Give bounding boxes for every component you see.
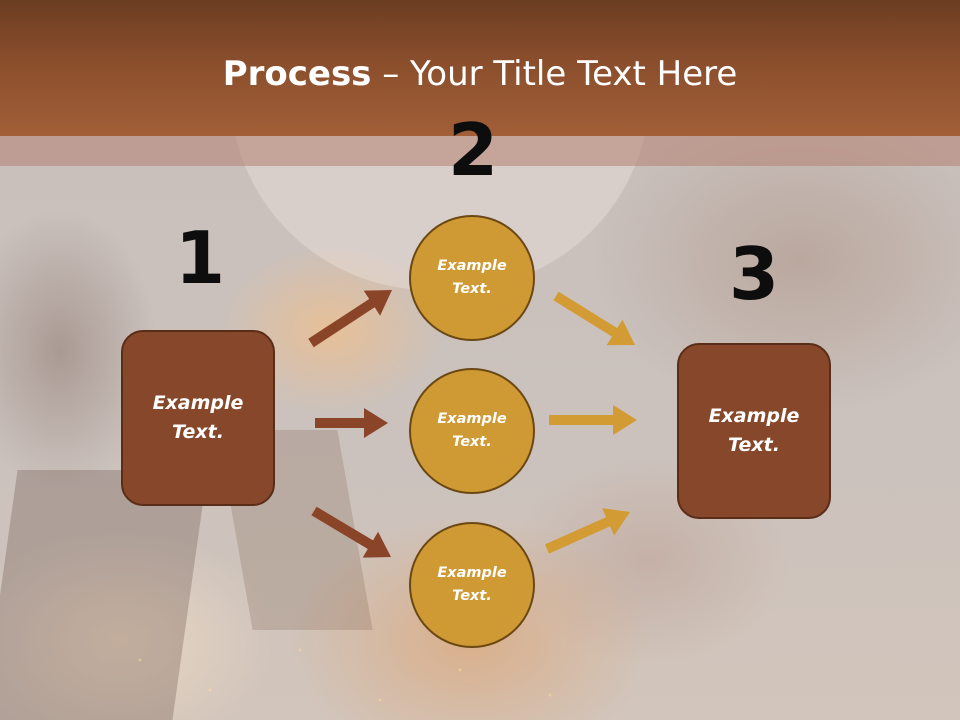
step-circle-bottom-text: Example Text. xyxy=(437,565,507,604)
step-box-left-text: Example Text. xyxy=(152,392,244,443)
title-banner-shadow xyxy=(0,136,960,166)
step-box-right[interactable]: Example Text. xyxy=(677,343,831,519)
step-circle-top[interactable]: Example Text. xyxy=(409,215,535,341)
step-circle-top-text: Example Text. xyxy=(437,258,507,297)
arrow-left-to-top xyxy=(308,290,392,348)
arrow-left-to-middle xyxy=(315,408,388,438)
arrow-top-to-right xyxy=(553,291,635,346)
slide-title[interactable]: Process – Your Title Text Here xyxy=(0,52,960,96)
title-bold-part: Process xyxy=(222,54,372,94)
step-number-2[interactable]: 2 xyxy=(447,108,499,192)
step-circle-bottom[interactable]: Example Text. xyxy=(409,522,535,648)
arrow-left-to-bottom xyxy=(311,506,391,558)
step-box-right-text: Example Text. xyxy=(708,405,800,456)
step-number-3[interactable]: 3 xyxy=(728,232,780,316)
step-number-1[interactable]: 1 xyxy=(174,216,226,300)
step-circle-middle-text: Example Text. xyxy=(437,411,507,450)
title-banner xyxy=(0,0,960,136)
step-box-left[interactable]: Example Text. xyxy=(121,330,275,506)
background-sparks xyxy=(120,620,640,720)
arrow-middle-to-right xyxy=(549,405,637,435)
arrow-bottom-to-right xyxy=(545,508,630,554)
step-circle-middle[interactable]: Example Text. xyxy=(409,368,535,494)
title-rest-part: – Your Title Text Here xyxy=(371,54,738,94)
